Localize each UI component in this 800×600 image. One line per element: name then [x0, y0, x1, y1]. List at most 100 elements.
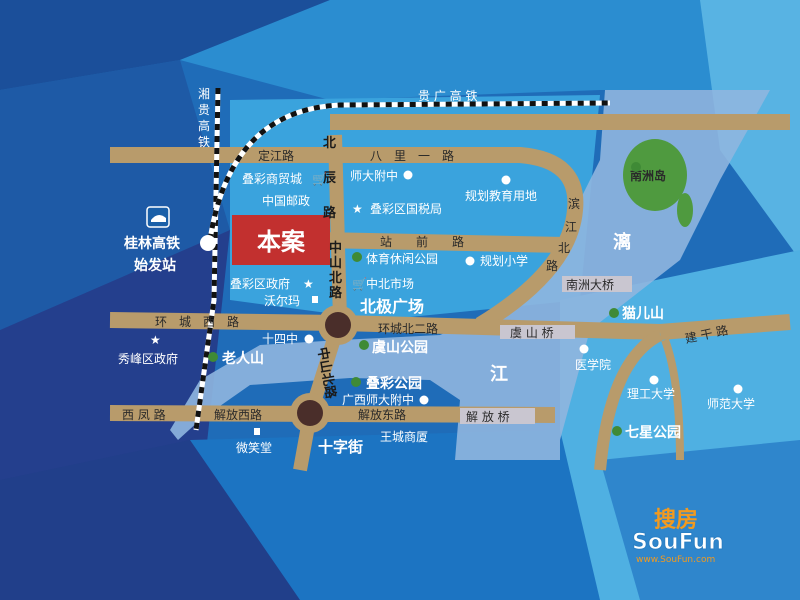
place-weixiaotang[interactable]: 微笑堂 [236, 440, 272, 455]
road-zhongshan [293, 134, 348, 472]
place-diecai-park[interactable]: 叠彩公园 [366, 375, 422, 392]
road-label-beichen: 辰 [323, 171, 337, 186]
place-ligong-univ[interactable]: 理工大学 [627, 386, 675, 401]
road-label-zhongshan: 路 [329, 285, 343, 301]
tree-icon [609, 308, 619, 318]
place-beiji-square[interactable]: 北极广场 [360, 297, 424, 316]
place-diecai-mall[interactable]: 叠彩商贸城 [242, 171, 302, 186]
station-label-1: 桂林高铁 [123, 235, 180, 252]
bg-facet [190, 430, 600, 600]
road-zhanqian [319, 232, 566, 253]
bridge-label-jiefang: 解 放 桥 [466, 409, 510, 424]
cart-icon: 🛒 [312, 172, 327, 186]
bridge-yushan [500, 325, 575, 339]
tree-icon [208, 352, 218, 362]
road-label-zhanqian: 站 前 路 [380, 234, 464, 249]
shop-icon [254, 428, 260, 435]
place-planned-school[interactable]: 规划小学 [480, 253, 528, 268]
roundabout-beiji-center [325, 312, 351, 338]
label-char: 铁 [198, 135, 210, 149]
train-icon [146, 206, 170, 228]
road-label-binjiang: 路 [546, 258, 558, 273]
label-char: 湘 [198, 86, 210, 101]
bg-facet [0, 0, 330, 90]
school-icon [403, 170, 413, 180]
logo-url: www.SouFun.com [636, 555, 715, 565]
place-walmart[interactable]: 沃尔玛 [264, 293, 300, 308]
school-icon [304, 334, 314, 344]
roundabout-shizijie-center [297, 400, 323, 426]
place-zhongbei-market[interactable]: 中北市场 [366, 276, 414, 291]
bridge-label-yushan: 虞 山 桥 [510, 326, 554, 340]
road-label-binjiang: 滨 [568, 196, 580, 211]
school-icon [419, 395, 429, 405]
road-label-xifeng: 西 凤 路 [122, 407, 166, 422]
place-china-post[interactable]: 中国邮政 [262, 193, 310, 208]
nanzhou-island [623, 139, 687, 211]
railway-guiguang-label: 贵 广 高 铁 [418, 88, 477, 103]
place-no14-school[interactable]: 十四中 [262, 331, 298, 346]
road-label-jiefangxi: 解放西路 [214, 407, 262, 422]
road-label-balili: 八 里 一 路 [370, 148, 454, 163]
railways [193, 87, 611, 431]
place-shida-fuzhong[interactable]: 师大附中 [350, 168, 398, 183]
road-label-beichen: 路 [323, 205, 337, 221]
place-medical-college[interactable]: 医学院 [575, 357, 611, 372]
place-wangcheng[interactable]: 王城商厦 [380, 429, 428, 444]
logo-cn: 搜房 [654, 507, 698, 533]
bg-facet [600, 440, 800, 600]
road-label-binjiang: 江 [565, 220, 577, 234]
place-gx-shida-fuzhong[interactable]: 广西师大附中 [342, 392, 414, 407]
school-icon [579, 344, 589, 354]
tree-icon [351, 377, 361, 387]
place-tax-bureau[interactable]: 叠彩区国税局 [370, 202, 442, 216]
place-yushan-park[interactable]: 虞山公园 [372, 339, 428, 356]
tree-icon [359, 340, 369, 350]
road-label-zhongshan: 北 [329, 271, 342, 286]
place-maoer-mountain[interactable]: 猫儿山 [622, 305, 664, 322]
river-label-jiang: 江 [490, 364, 508, 385]
school-icon [733, 384, 743, 394]
place-shizijie[interactable]: 十字街 [318, 438, 363, 456]
station-marker[interactable] [200, 235, 216, 251]
place-diecai-gov[interactable]: 叠彩区政府 [230, 276, 290, 291]
road-label-zhongshan: 中 [329, 240, 342, 256]
place-laoren-mountain[interactable]: 老人山 [222, 350, 264, 367]
railway-xianggui-base [193, 87, 221, 431]
tree-icon [631, 162, 641, 172]
place-qixing-park[interactable]: 七星公园 [625, 425, 681, 441]
label-char: 高 [198, 118, 210, 133]
tree-icon [612, 426, 622, 436]
road-label-jiefangdong: 解放东路 [358, 407, 406, 422]
bg-facet [0, 60, 230, 330]
river-label-li: 漓 [613, 231, 631, 253]
shop-icon [312, 296, 318, 303]
tree-icon [352, 252, 362, 262]
place-normal-univ[interactable]: 师范大学 [707, 396, 755, 411]
railway-guiguang [207, 100, 611, 241]
bridge-nanzhou [562, 276, 632, 292]
road-label-huanchengxi: 环 城 西 路 [155, 314, 239, 329]
bg-facet [0, 440, 300, 600]
nanzhou-island-small [677, 193, 693, 227]
star-icon: ★ [352, 202, 363, 216]
road-label-huanchengbei2: 环城北二路 [378, 321, 438, 336]
road-label-zhongshan: 山 [329, 255, 342, 271]
station-label-2: 始发站 [134, 257, 176, 274]
bridge-label-nanzhou: 南洲大桥 [566, 277, 614, 292]
road-south-branch [661, 338, 684, 461]
railway-xianggui-label: 湘 贵 高 铁 [198, 86, 210, 149]
soufun-logo: 搜房 SouFun www.SouFun.com [632, 507, 725, 565]
project-box[interactable] [232, 215, 330, 265]
place-sports-park[interactable]: 体育休闲公园 [366, 251, 438, 266]
place-planned-edu[interactable]: 规划教育用地 [465, 188, 537, 203]
star-icon: ★ [150, 333, 161, 347]
school-icon [501, 175, 511, 185]
road-label-dingjiang: 定江路 [258, 148, 294, 163]
project-label: 本案 [257, 228, 306, 256]
school-icon [465, 256, 475, 266]
road-south-curve [594, 329, 663, 471]
place-xiufeng-gov[interactable]: 秀峰区政府 [118, 351, 178, 366]
road-label-beichen: 北 [323, 136, 336, 151]
